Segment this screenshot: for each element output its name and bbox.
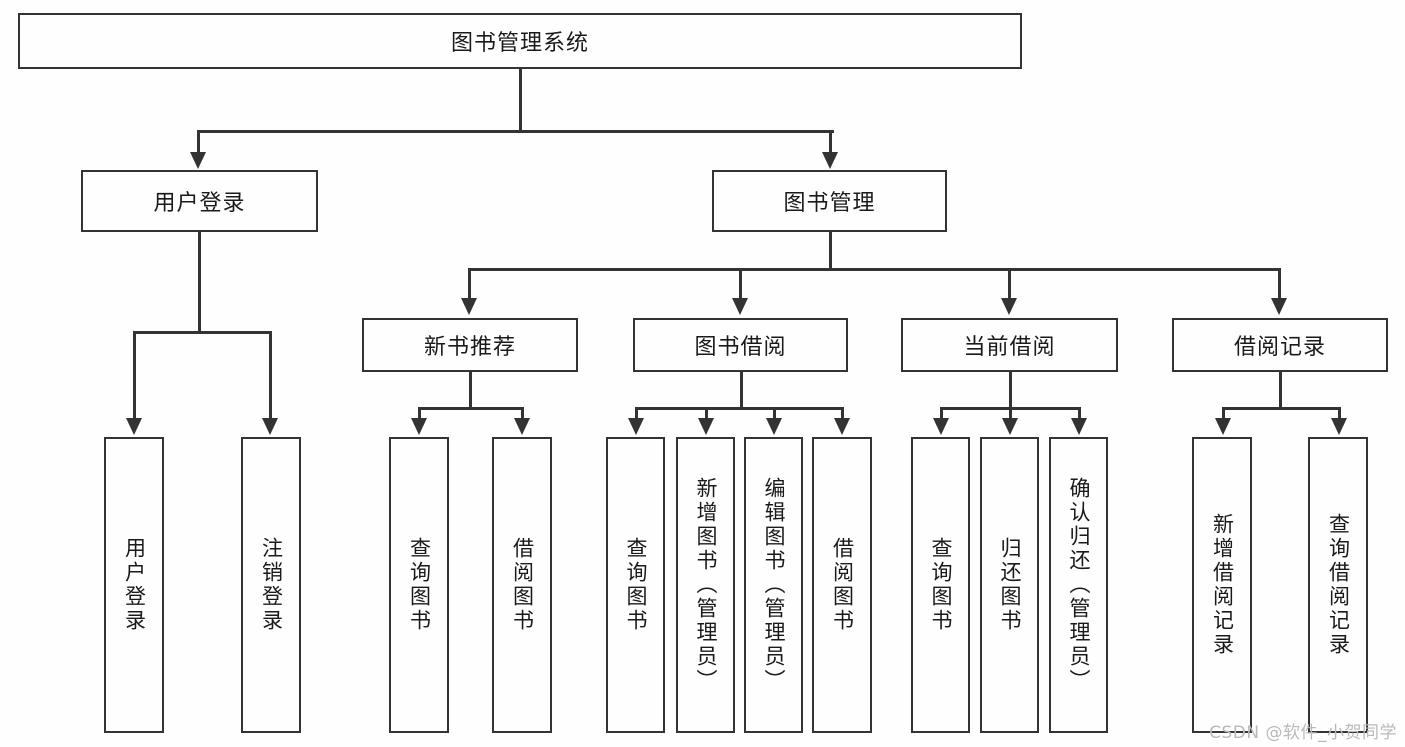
arrowhead-icon bbox=[698, 418, 714, 435]
node-book-borrow[interactable]: 图书借阅 bbox=[633, 318, 848, 372]
watermark: CSDN @软件_小贺同学 bbox=[1209, 723, 1397, 743]
edge-user-login-to-leaf-1 bbox=[133, 331, 136, 421]
node-label: 图书借阅 bbox=[694, 335, 787, 360]
leaf-current-borrow-confirm-return[interactable]: 确认归还（管理员） bbox=[1049, 437, 1108, 733]
node-user-login[interactable]: 用户登录 bbox=[81, 170, 318, 232]
arrowhead-icon bbox=[732, 298, 748, 315]
edge-borrow-record-stem bbox=[1279, 372, 1282, 409]
edge-book-mgmt-bus bbox=[468, 268, 1280, 271]
edge-user-login-to-leaf-2 bbox=[269, 331, 272, 421]
node-label: 借阅图书 bbox=[510, 537, 535, 633]
leaf-book-borrow-query[interactable]: 查询图书 bbox=[606, 437, 665, 733]
node-label: 归还图书 bbox=[998, 537, 1022, 633]
edge-root-bus bbox=[197, 130, 834, 133]
edge-book-mgmt-to-l3-4 bbox=[1278, 268, 1281, 302]
node-label: 新增图书（管理员） bbox=[694, 477, 718, 693]
node-label: 查询图书 bbox=[407, 537, 432, 633]
leaf-current-borrow-return[interactable]: 归还图书 bbox=[980, 437, 1039, 733]
node-label: 用户登录 bbox=[153, 191, 246, 216]
node-label: 图书管理系统 bbox=[450, 31, 589, 56]
node-borrow-record[interactable]: 借阅记录 bbox=[1172, 318, 1388, 372]
edge-current-borrow-to-leaf-2 bbox=[1009, 407, 1012, 421]
node-label: 新增借阅记录 bbox=[1210, 513, 1235, 657]
node-root-system[interactable]: 图书管理系统 bbox=[18, 13, 1022, 69]
node-book-management[interactable]: 图书管理 bbox=[712, 170, 947, 232]
edge-new-book-stem bbox=[469, 372, 472, 409]
edge-new-book-bus bbox=[418, 407, 523, 410]
node-label: 查询借阅记录 bbox=[1326, 513, 1351, 657]
arrowhead-icon bbox=[834, 418, 850, 435]
edge-current-borrow-to-leaf-1 bbox=[940, 407, 943, 421]
arrowhead-icon bbox=[1215, 418, 1231, 435]
leaf-current-borrow-query[interactable]: 查询图书 bbox=[911, 437, 970, 733]
edge-book-borrow-stem bbox=[740, 372, 743, 409]
edge-root-stem bbox=[519, 69, 522, 130]
arrowhead-icon bbox=[262, 418, 278, 435]
arrowhead-icon bbox=[766, 418, 782, 435]
edge-book-borrow-to-leaf-1 bbox=[635, 407, 638, 421]
leaf-book-borrow-edit[interactable]: 编辑图书（管理员） bbox=[744, 437, 803, 733]
edge-current-borrow-to-leaf-3 bbox=[1078, 407, 1081, 421]
leaf-user-login-logout[interactable]: 注销登录 bbox=[241, 437, 301, 733]
node-label: 当前借阅 bbox=[963, 335, 1056, 360]
leaf-new-book-query[interactable]: 查询图书 bbox=[389, 437, 449, 733]
edge-borrow-record-to-leaf-1 bbox=[1222, 407, 1225, 421]
edge-book-borrow-to-leaf-2 bbox=[705, 407, 708, 421]
node-current-borrow[interactable]: 当前借阅 bbox=[901, 318, 1118, 372]
edge-user-login-bus bbox=[133, 331, 271, 334]
arrowhead-icon bbox=[1001, 298, 1017, 315]
leaf-new-book-borrow[interactable]: 借阅图书 bbox=[492, 437, 552, 733]
edge-borrow-record-to-leaf-2 bbox=[1338, 407, 1341, 421]
arrowhead-icon bbox=[461, 298, 477, 315]
node-label: 确认归还（管理员） bbox=[1067, 477, 1091, 693]
node-label: 编辑图书（管理员） bbox=[762, 477, 786, 693]
edge-book-borrow-to-leaf-4 bbox=[841, 407, 844, 421]
arrowhead-icon bbox=[628, 418, 644, 435]
arrowhead-icon bbox=[1271, 298, 1287, 315]
arrowhead-icon bbox=[411, 418, 427, 435]
arrowhead-icon bbox=[822, 152, 838, 169]
node-label: 查询图书 bbox=[929, 537, 953, 633]
leaf-borrow-record-add[interactable]: 新增借阅记录 bbox=[1192, 437, 1252, 733]
arrowhead-icon bbox=[1002, 418, 1018, 435]
node-label: 用户登录 bbox=[122, 537, 147, 633]
arrowhead-icon bbox=[126, 418, 142, 435]
edge-root-to-book-mgmt bbox=[829, 130, 832, 156]
edge-current-borrow-stem bbox=[1009, 372, 1012, 409]
edge-book-borrow-to-leaf-3 bbox=[773, 407, 776, 421]
leaf-borrow-record-query[interactable]: 查询借阅记录 bbox=[1308, 437, 1368, 733]
arrowhead-icon bbox=[514, 418, 530, 435]
arrowhead-icon bbox=[1071, 418, 1087, 435]
arrowhead-icon bbox=[1331, 418, 1347, 435]
edge-book-borrow-bus bbox=[635, 407, 842, 410]
node-label: 查询图书 bbox=[624, 537, 648, 633]
node-new-book-recommend[interactable]: 新书推荐 bbox=[362, 318, 578, 372]
leaf-book-borrow-add[interactable]: 新增图书（管理员） bbox=[676, 437, 735, 733]
node-label: 借阅图书 bbox=[830, 537, 855, 633]
edge-book-mgmt-to-l3-1 bbox=[468, 268, 471, 302]
leaf-user-login-login[interactable]: 用户登录 bbox=[104, 437, 164, 733]
arrowhead-icon bbox=[933, 418, 949, 435]
edge-book-mgmt-stem bbox=[829, 232, 832, 270]
edge-new-book-to-leaf-2 bbox=[521, 407, 524, 421]
node-label: 新书推荐 bbox=[423, 335, 516, 360]
edge-root-to-user-login bbox=[197, 130, 200, 156]
edge-book-mgmt-to-l3-3 bbox=[1008, 268, 1011, 302]
edge-user-login-stem bbox=[198, 232, 201, 333]
node-label: 借阅记录 bbox=[1233, 335, 1326, 360]
leaf-book-borrow-borrow[interactable]: 借阅图书 bbox=[812, 437, 872, 733]
edge-borrow-record-bus bbox=[1222, 407, 1340, 410]
node-label: 注销登录 bbox=[259, 537, 284, 633]
edge-book-mgmt-to-l3-2 bbox=[739, 268, 742, 302]
arrowhead-icon bbox=[190, 152, 206, 169]
node-label: 图书管理 bbox=[783, 191, 876, 216]
edge-new-book-to-leaf-1 bbox=[418, 407, 421, 421]
